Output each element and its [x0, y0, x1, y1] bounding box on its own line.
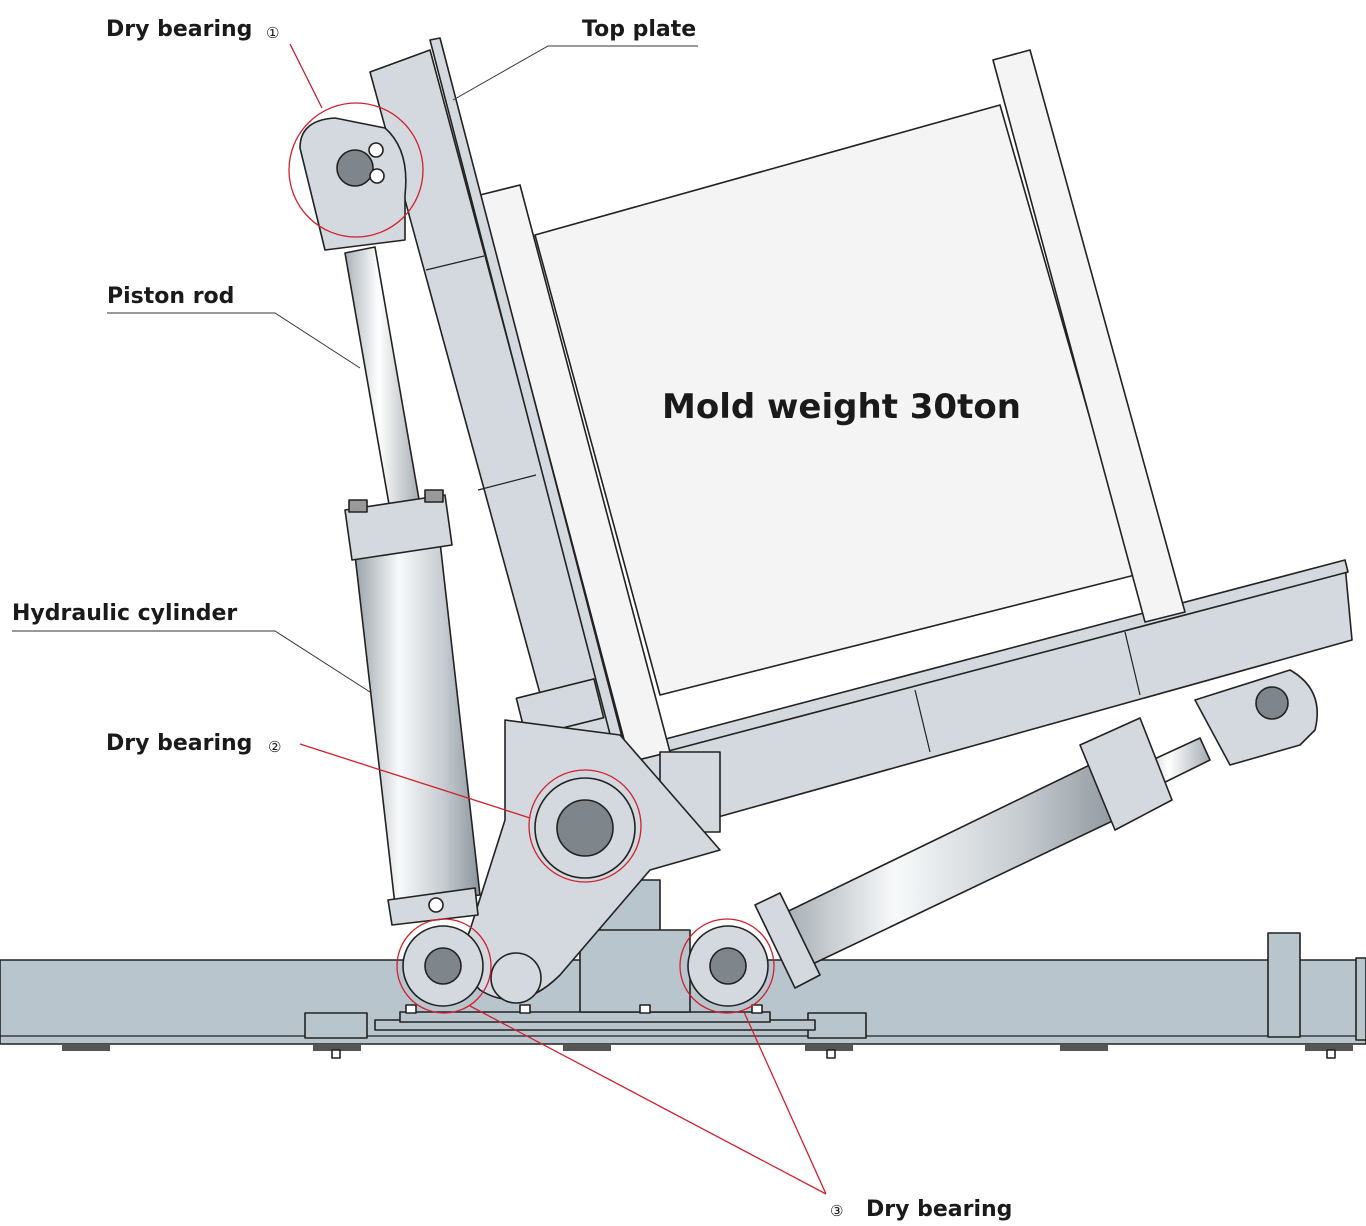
- leader-top-plate: [452, 45, 698, 101]
- callout-circle-bearing-3-left: [396, 918, 492, 1014]
- vertical-frame: [369, 37, 629, 786]
- label-dry-bearing-1: Dry bearing: [106, 17, 252, 42]
- label-dry-bearing-2: Dry bearing: [106, 731, 252, 756]
- leader-hydraulic-cylinder: [12, 630, 371, 693]
- leader-bearing-3b: [743, 1011, 827, 1195]
- upper-clevis: [299, 117, 407, 251]
- label-hydraulic-cylinder: Hydraulic cylinder: [12, 601, 237, 626]
- leader-bearing-2: [299, 743, 531, 819]
- leader-bearing-3a: [469, 1005, 827, 1195]
- bearing-3-right-pin: [687, 925, 769, 1007]
- label-dry-bearing-2-number: ②: [268, 738, 281, 756]
- label-piston-rod: Piston rod: [107, 284, 234, 309]
- label-dry-bearing-1-number: ①: [266, 24, 279, 42]
- left-hydraulic-cylinder: [344, 246, 481, 926]
- leader-bearing-1: [289, 43, 323, 109]
- callout-circle-bearing-2: [528, 769, 642, 883]
- mold-block: [479, 49, 1186, 763]
- bearing-3-left-pin: [402, 925, 484, 1007]
- bearing-2-pin: [534, 777, 636, 879]
- label-dry-bearing-3: Dry bearing: [866, 1197, 1012, 1222]
- callout-circle-bearing-3-right: [679, 918, 775, 1014]
- label-mold-weight: Mold weight 30ton: [662, 387, 1021, 427]
- label-dry-bearing-3-number: ③: [830, 1202, 843, 1220]
- leader-piston-rod: [107, 312, 361, 369]
- label-top-plate: Top plate: [582, 17, 696, 42]
- right-hydraulic-cylinder: [754, 669, 1319, 989]
- callout-circle-bearing-1: [288, 102, 424, 238]
